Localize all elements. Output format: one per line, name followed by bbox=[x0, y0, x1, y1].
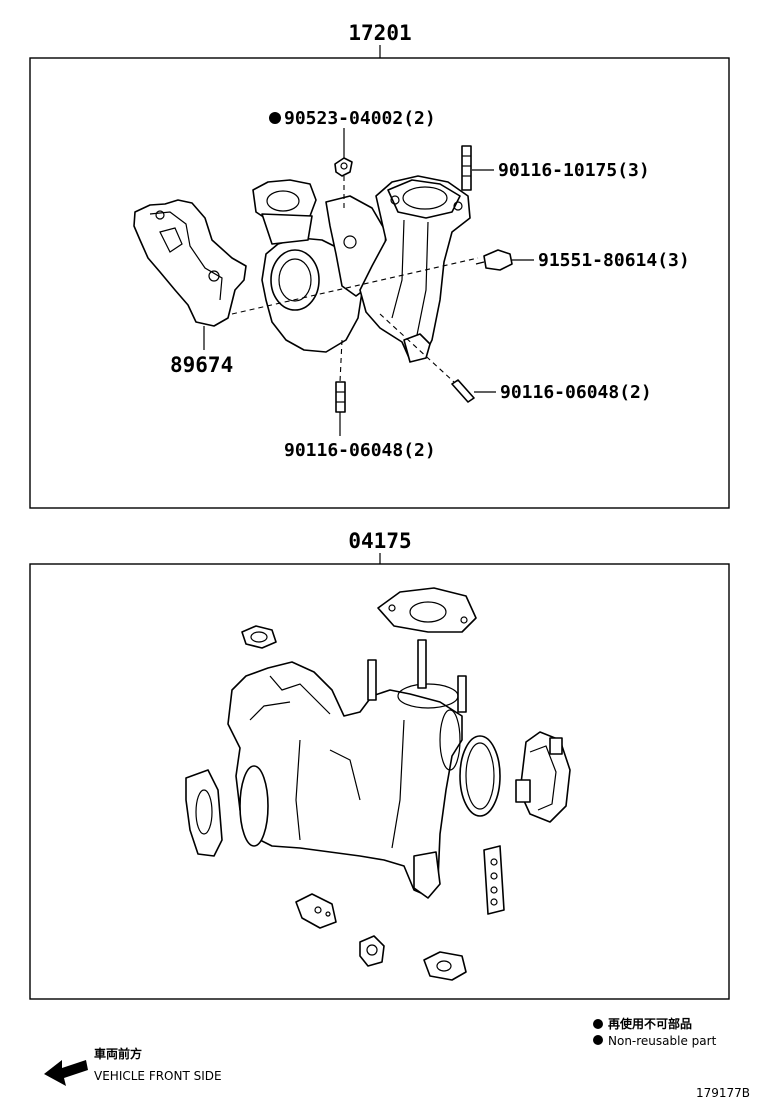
actuator-bracket-part[interactable] bbox=[133, 199, 247, 327]
ring-gasket-part[interactable] bbox=[459, 735, 501, 817]
gasket-plate-part[interactable] bbox=[483, 845, 505, 915]
union-fitting-part[interactable] bbox=[359, 935, 385, 967]
dash-line-right-stud bbox=[379, 313, 455, 383]
callout-c4[interactable]: 89674 bbox=[170, 353, 233, 377]
turbo-housing-bottom-part[interactable] bbox=[227, 639, 467, 899]
dash-line-bottom-stud bbox=[339, 339, 343, 383]
gasket-lower-right-part[interactable] bbox=[423, 951, 467, 981]
gasket-small-top-part[interactable] bbox=[241, 625, 277, 649]
gasket-small-lower-part[interactable] bbox=[295, 893, 337, 929]
turbocharger-part[interactable] bbox=[252, 175, 471, 363]
dash-line-bracket bbox=[231, 257, 479, 315]
clip-part[interactable] bbox=[334, 157, 353, 177]
assembly-code-top[interactable]: 17201 bbox=[348, 21, 411, 45]
callout-c2[interactable]: 90116-10175(3) bbox=[498, 160, 650, 181]
legend-non-reusable-en: Non-reusable part bbox=[608, 1034, 717, 1048]
gasket-flange-top-part[interactable] bbox=[377, 587, 477, 633]
callout-c5[interactable]: 90116-06048(2) bbox=[500, 382, 652, 403]
bottom-assembly-frame bbox=[29, 563, 730, 1000]
legend-non-reusable-jp: 再使用不可部品 bbox=[608, 1016, 692, 1031]
bolt-part[interactable] bbox=[475, 249, 513, 271]
front-arrow-icon bbox=[44, 1060, 88, 1086]
v-band-clamp-part[interactable] bbox=[515, 731, 571, 823]
callout-c1[interactable]: 90523-04002(2) bbox=[284, 108, 436, 129]
top-assembly-frame bbox=[29, 57, 730, 509]
front-side-jp: 車両前方 bbox=[94, 1046, 142, 1061]
callout-c6[interactable]: 90116-06048(2) bbox=[284, 440, 436, 461]
stud-right-part[interactable] bbox=[451, 379, 475, 403]
assembly-code-bottom[interactable]: 04175 bbox=[348, 529, 411, 553]
non-reusable-mark-c1 bbox=[269, 112, 281, 124]
stud-upper-part[interactable] bbox=[461, 145, 472, 191]
front-side-en: VEHICLE FRONT SIDE bbox=[94, 1069, 222, 1083]
figure-id: 179177B bbox=[696, 1086, 750, 1100]
legend-bullet-en bbox=[593, 1035, 603, 1045]
stud-bottom-part[interactable] bbox=[335, 381, 346, 413]
callout-c3[interactable]: 91551-80614(3) bbox=[538, 250, 690, 271]
legend-bullet-jp bbox=[593, 1019, 603, 1029]
gasket-left-part[interactable] bbox=[185, 769, 223, 857]
